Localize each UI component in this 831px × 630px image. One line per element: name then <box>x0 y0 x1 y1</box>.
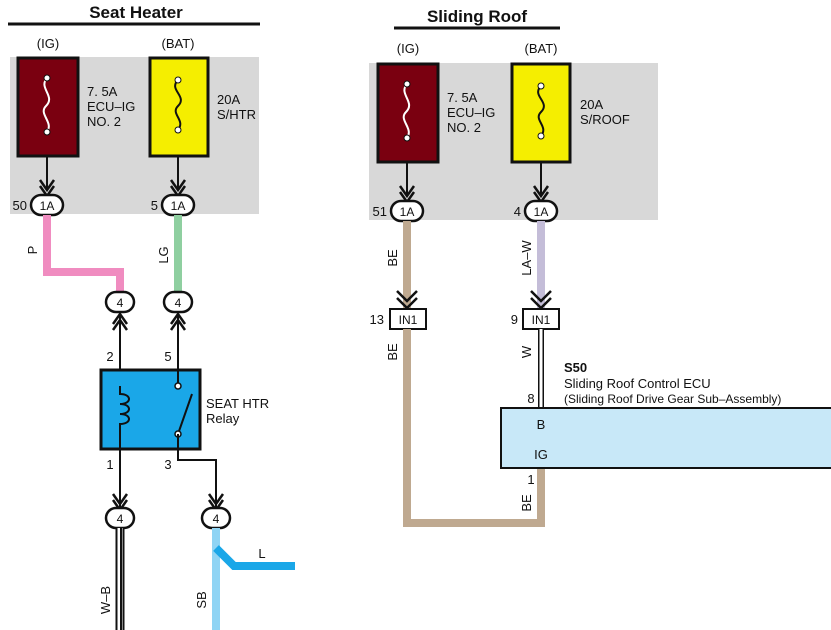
seat-ig-source-label: (IG) <box>37 36 59 51</box>
seat-relay-switch-blade-icon <box>177 393 193 435</box>
seat-relay-pin-2: 2 <box>106 349 113 364</box>
sliding-roof-section: Sliding Roof (IG) (BAT) 7. 5A ECU–IG NO.… <box>369 7 831 527</box>
roof-wire-be-upper-label: BE <box>385 249 400 267</box>
seat-fuse-ig-name-2: NO. 2 <box>87 114 121 129</box>
seat-wire-p <box>43 215 124 292</box>
seat-up-arrow-left-icon <box>111 311 129 331</box>
seat-junction-right-lower-label: 4 <box>213 512 220 526</box>
roof-fuse-ig-name-2: NO. 2 <box>447 120 481 135</box>
roof-fuse-bat-terminal-top <box>537 82 545 90</box>
seat-junction-right-upper-label: 4 <box>175 296 182 310</box>
seat-wire-l <box>213 545 295 570</box>
seat-relay-pin-3: 3 <box>164 457 171 472</box>
roof-wire-be-lower-label: BE <box>385 343 400 361</box>
seat-relay-switch-wire-bottom <box>177 434 217 508</box>
roof-ecu-name: Sliding Roof Control ECU <box>564 376 711 391</box>
seat-wire-sb-label: SB <box>194 591 209 608</box>
seat-fuse-ig-terminal-bottom <box>43 128 51 136</box>
sliding-roof-control-ecu <box>500 407 831 469</box>
seat-fuse-bat-terminal-top <box>174 76 182 84</box>
seat-ig-connector-label: 1A <box>40 199 55 213</box>
seat-bat-source-label: (BAT) <box>162 36 195 51</box>
roof-fuse-ig-element-icon <box>402 83 411 139</box>
roof-ecu-id: S50 <box>564 360 587 375</box>
roof-wire-be-ecu-label: BE <box>519 494 534 512</box>
roof-in1-right-pin: 9 <box>511 312 518 327</box>
seat-relay-pin-1: 1 <box>106 457 113 472</box>
roof-fuse-ig-terminal-bottom <box>403 134 411 142</box>
seat-wire-lg-label: LG <box>156 246 171 263</box>
seat-junction-left-upper-label: 4 <box>117 296 124 310</box>
roof-ecu-terminal-ig: IG <box>534 447 548 462</box>
seat-wire-p-label: P <box>25 246 40 255</box>
sliding-roof-title: Sliding Roof <box>427 7 527 26</box>
roof-ig-source-label: (IG) <box>397 41 419 56</box>
seat-fuse-ecu-ig-no2 <box>16 56 80 158</box>
seat-fuse-bat-name: S/HTR <box>217 107 256 122</box>
seat-heater-section: Seat Heater (IG) (BAT) 7. 5A ECU–IG NO. … <box>8 3 295 630</box>
seat-junction-left-lower-label: 4 <box>117 512 124 526</box>
roof-wire-be-lower <box>403 329 545 527</box>
roof-fuse-ig-rating: 7. 5A <box>447 90 478 105</box>
roof-ecu-pin-8: 8 <box>527 391 534 406</box>
roof-wire-law-label: LA–W <box>519 240 534 276</box>
roof-ig-pin-number: 51 <box>373 204 387 219</box>
seat-wire-l-label: L <box>258 546 265 561</box>
roof-fuse-bat-rating: 20A <box>580 97 603 112</box>
roof-fuse-bat-terminal-bottom <box>537 132 545 140</box>
roof-bat-connector-label: 1A <box>534 205 549 219</box>
seat-fuse-ig-rating: 7. 5A <box>87 84 118 99</box>
seat-fuse-ig-name-1: ECU–IG <box>87 99 135 114</box>
seat-fuse-bat-element-icon <box>174 79 182 131</box>
roof-fuse-bat-name: S/ROOF <box>580 112 630 127</box>
seat-relay-pin-5: 5 <box>164 349 171 364</box>
roof-ig-connector-label: 1A <box>400 205 415 219</box>
roof-fuse-bat-element-icon <box>537 85 545 137</box>
roof-fuse-ig-name-1: ECU–IG <box>447 105 495 120</box>
seat-bat-connector-label: 1A <box>171 199 186 213</box>
seat-fuse-bat-terminal-bottom <box>174 126 182 134</box>
seat-fuse-ig-element-icon <box>42 77 51 133</box>
seat-relay-contact-top <box>174 382 182 390</box>
roof-in1-right-label: IN1 <box>532 313 551 327</box>
roof-ecu-subassembly: (Sliding Roof Drive Gear Sub–Assembly) <box>564 392 781 406</box>
roof-fuse-ecu-ig-no2 <box>376 62 440 164</box>
seat-htr-relay <box>99 368 202 451</box>
roof-in1-left-pin: 13 <box>370 312 384 327</box>
roof-bat-source-label: (BAT) <box>525 41 558 56</box>
seat-fuse-ig-terminal-top <box>43 74 51 82</box>
seat-bat-pin-number: 5 <box>151 198 158 213</box>
roof-wire-w-label: W <box>519 345 534 358</box>
roof-ecu-pin-1: 1 <box>527 472 534 487</box>
seat-relay-name-2: Relay <box>206 411 240 426</box>
seat-fuse-s-htr <box>148 56 210 158</box>
roof-bat-pin-number: 4 <box>514 204 521 219</box>
roof-ecu-terminal-b: B <box>537 417 546 432</box>
seat-wire-wb-label: W–B <box>98 586 113 614</box>
seat-relay-name-1: SEAT HTR <box>206 396 269 411</box>
seat-heater-title: Seat Heater <box>89 3 183 22</box>
roof-fuse-ig-terminal-top <box>403 80 411 88</box>
seat-up-arrow-right-icon <box>169 311 187 331</box>
seat-relay-coil-icon <box>119 386 130 432</box>
seat-ig-pin-number: 50 <box>13 198 27 213</box>
seat-fuse-bat-rating: 20A <box>217 92 240 107</box>
roof-in1-left-label: IN1 <box>399 313 418 327</box>
